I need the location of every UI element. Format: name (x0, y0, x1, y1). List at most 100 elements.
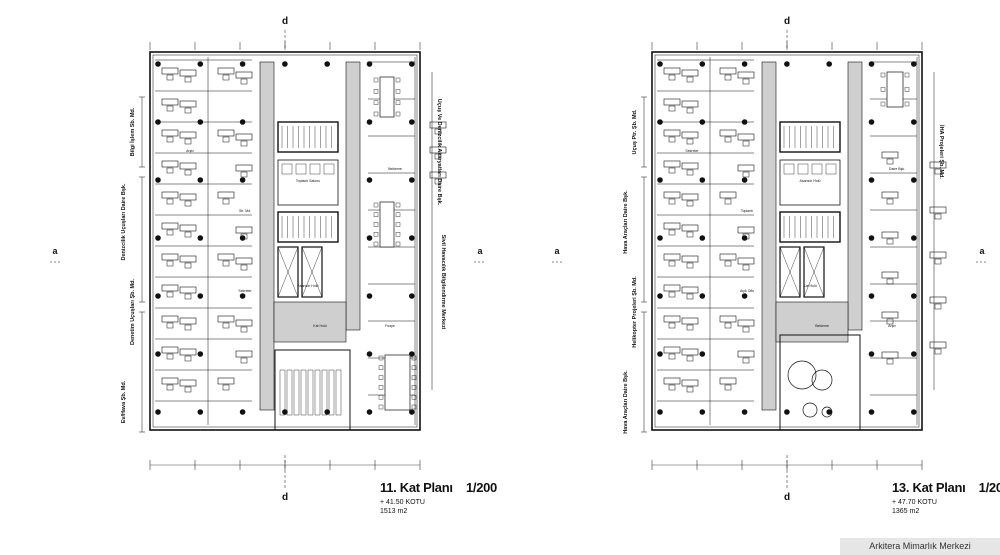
department-label: Denetim Uçuşları Şb. Md. (130, 279, 136, 345)
meeting-table (379, 76, 395, 118)
desk (179, 286, 197, 294)
wc-cubicle (309, 163, 321, 175)
structural-column (911, 177, 917, 183)
meeting-table-chair (378, 395, 384, 400)
desk (179, 224, 197, 232)
desk (929, 341, 947, 349)
desk-chair (686, 293, 694, 300)
desk (929, 161, 947, 169)
room-label: Kat Holü (313, 324, 326, 328)
structural-column (741, 177, 748, 183)
desk (235, 71, 253, 79)
desk-chair (240, 233, 248, 240)
meeting-table-chair (378, 355, 384, 361)
elevator-shaft (277, 246, 299, 298)
desk-chair (686, 355, 694, 362)
structural-column (239, 235, 246, 241)
structural-column (911, 409, 917, 415)
desk-chair (668, 229, 676, 236)
structural-column (911, 351, 917, 357)
auditorium-row (335, 369, 342, 416)
desk (179, 348, 197, 356)
meeting-table-chair (411, 365, 417, 370)
structural-column (155, 177, 161, 183)
desk-chair (668, 167, 676, 174)
desk (161, 191, 179, 199)
auditorium-row (307, 369, 314, 416)
desk-chair (724, 384, 732, 391)
desk (663, 98, 681, 106)
elevator-cross (277, 246, 299, 298)
desk-chair (742, 171, 750, 178)
desk (161, 253, 179, 261)
desk-chair (434, 153, 442, 160)
desk (179, 317, 197, 325)
desk-chair (184, 200, 192, 207)
desk-chair (222, 322, 230, 329)
department-label: Hava Araçları Daire Bşk. (623, 190, 629, 254)
desk (737, 226, 755, 234)
meeting-table-chair (395, 77, 401, 83)
desk-chair (668, 291, 676, 298)
desk (719, 253, 737, 261)
meeting-table (886, 71, 904, 108)
desk-chair (686, 76, 694, 83)
desk-chair (434, 178, 442, 185)
meeting-table-chair (411, 404, 417, 410)
desk-chair (166, 105, 174, 112)
meeting-table-chair (395, 100, 401, 105)
department-label: Helikopter Projeleri Şb. Md. (632, 276, 638, 348)
desk (235, 226, 253, 234)
floor-13-scale: 1/200 (978, 480, 1000, 495)
desk (737, 350, 755, 358)
desk (663, 315, 681, 323)
wc-block (277, 159, 339, 206)
meeting-table-chair (395, 212, 401, 217)
auditorium-row (279, 369, 286, 416)
atrium-planter (811, 369, 833, 391)
desk (235, 350, 253, 358)
floor-13-area: 1365 m2 (892, 508, 920, 515)
desk (179, 379, 197, 387)
desk-chair (434, 128, 442, 135)
desk-chair (934, 213, 942, 220)
desk (161, 222, 179, 230)
department-label: İHA Projeleri Şb. Md. (938, 125, 945, 179)
desk (681, 224, 699, 232)
structural-column (911, 119, 917, 125)
facade-inner-line (152, 54, 418, 428)
elevator-cross (301, 246, 323, 298)
desk-chair (668, 384, 676, 391)
desk (217, 191, 235, 199)
desk (663, 129, 681, 137)
meeting-table-chair (411, 395, 417, 400)
structural-column (657, 293, 663, 299)
structural-column (409, 119, 415, 125)
structural-column (409, 409, 415, 415)
desk-chair (934, 348, 942, 355)
structural-column (699, 409, 706, 415)
floor-11-elevation: + 41.50 KOTU (380, 499, 425, 506)
desk (161, 98, 179, 106)
section-marker-right: a (979, 246, 985, 256)
meeting-table-chair (880, 72, 886, 78)
desk (161, 346, 179, 354)
desk-chair (742, 357, 750, 364)
desk (681, 100, 699, 108)
meeting-table-chair (378, 365, 384, 370)
stair-core-top (277, 121, 339, 153)
structural-column (197, 177, 204, 183)
desk-chair (686, 138, 694, 145)
desk (217, 67, 235, 75)
desk-chair (166, 229, 174, 236)
structural-column (239, 61, 246, 67)
elevator-cross (779, 246, 801, 298)
desk-chair (668, 74, 676, 81)
structural-column (868, 293, 875, 299)
structural-column (657, 409, 663, 415)
core-corridor-left (259, 61, 275, 411)
structural-column (239, 409, 246, 415)
desk (681, 193, 699, 201)
structural-column (324, 61, 331, 67)
desk-chair (724, 322, 732, 329)
